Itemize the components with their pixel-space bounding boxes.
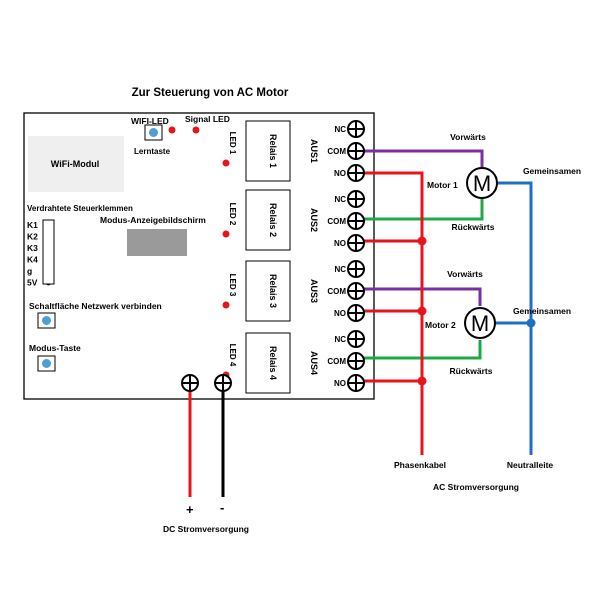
learn-button-label: Lerntaste xyxy=(134,147,171,156)
wifi-led xyxy=(168,126,176,134)
contact-nc-4-label: NC xyxy=(334,335,346,344)
led-1 xyxy=(222,159,230,167)
terminal-label-k2: K2 xyxy=(27,232,38,242)
wired-terminals-label: Verdrahtete Steuerklemmen xyxy=(27,204,133,213)
contact-nc-3-label: NC xyxy=(334,265,346,274)
relay-1 xyxy=(245,120,291,182)
output-4-label: AUS4 xyxy=(309,351,319,375)
contact-com-4-label: COM xyxy=(327,357,346,366)
wire-reverse-motor-1 xyxy=(364,198,484,221)
wire-neutral-motor-1 xyxy=(497,181,533,455)
phase-cable-label: Phasenkabel xyxy=(394,460,446,470)
wifi-led-label: WIFI-LED xyxy=(131,116,169,126)
junction-phase-2 xyxy=(417,236,427,246)
motor-1-forward-label: Vorwärts xyxy=(450,132,486,142)
signal-led-label: Signal LED xyxy=(185,114,230,124)
relay-4 xyxy=(245,332,291,394)
screw-terminals: NC COM NO NC COM NO NC COM NO NC COM NO xyxy=(327,120,365,392)
relay-1-label: Relais 1 xyxy=(268,134,278,168)
contact-no-4-label: NO xyxy=(334,379,346,388)
contact-com-3-label: COM xyxy=(327,287,346,296)
output-3-label: AUS3 xyxy=(309,279,319,303)
wire-phase-bus xyxy=(364,171,424,455)
led-3 xyxy=(222,301,230,309)
junction-neutral xyxy=(526,318,536,328)
mode-display xyxy=(127,229,187,256)
relay-4-label: Relais 4 xyxy=(268,346,278,380)
motor-1-reverse-label: Rückwärts xyxy=(452,222,495,232)
wifi-module-label: WiFi-Modul xyxy=(51,159,99,169)
led-4-label: LED 4 xyxy=(228,344,237,367)
terminal-strip xyxy=(42,219,55,285)
wire-forward-motor-1 xyxy=(364,149,484,168)
motor-2-common-label: Gemeinsamen xyxy=(513,306,571,316)
signal-led xyxy=(192,126,200,134)
motor-2 xyxy=(464,307,496,339)
neutral-label: Neutralleite xyxy=(507,460,554,470)
motor-2-symbol: M xyxy=(471,311,489,336)
dc-supply-label: DC Stromversorgung xyxy=(163,524,249,534)
motor-1 xyxy=(466,167,498,199)
diagram-title: Zur Steuerung von AC Motor xyxy=(132,87,289,99)
led-2-label: LED 2 xyxy=(228,203,237,226)
motor-1-symbol: M xyxy=(473,171,491,196)
ac-supply-label: AC Stromversorgung xyxy=(433,482,519,492)
wiring xyxy=(188,149,536,497)
wifi-module xyxy=(28,136,124,192)
relay-2 xyxy=(245,189,291,251)
dc-plus-sign: + xyxy=(186,502,194,517)
network-button-cap xyxy=(42,316,51,325)
relay-3 xyxy=(245,260,291,322)
junction-phase-4 xyxy=(417,376,427,386)
motor-1-label: Motor 1 xyxy=(427,180,458,190)
junction-phase-3 xyxy=(417,306,427,316)
motor-2-label: Motor 2 xyxy=(425,320,456,330)
relay-3-label: Relais 3 xyxy=(268,274,278,308)
dc-minus-sign: - xyxy=(220,500,224,515)
output-2-label: AUS2 xyxy=(309,208,319,232)
terminal-label-g: g xyxy=(27,266,32,276)
relay-2-label: Relais 2 xyxy=(268,203,278,237)
contact-no-3-label: NO xyxy=(334,309,346,318)
mode-button-label: Modus-Taste xyxy=(29,343,81,353)
contact-no-1-label: NO xyxy=(334,169,346,178)
terminal-label-k1: K1 xyxy=(27,220,38,230)
wire-forward-motor-2 xyxy=(364,287,482,306)
terminal-label-k3: K3 xyxy=(27,243,38,253)
learn-button-cap xyxy=(149,128,158,137)
contact-com-1-label: COM xyxy=(327,147,346,156)
contact-nc-1-label: NC xyxy=(334,125,346,134)
terminal-label-5v: 5V xyxy=(27,278,38,288)
led-1-label: LED 1 xyxy=(228,132,237,155)
network-button-label: Schaltfläche Netzwerk verbinden xyxy=(29,301,162,311)
relay-channels: Relais 1 AUS1 LED 1 Relais 2 AUS2 LED 2 Relais… xyxy=(222,120,319,394)
contact-nc-2-label: NC xyxy=(334,195,346,204)
contact-no-2-label: NO xyxy=(334,239,346,248)
motor-1-common-label: Gemeinsamen xyxy=(523,166,581,176)
led-3-label: LED 3 xyxy=(228,274,237,297)
output-1-label: AUS1 xyxy=(309,139,319,163)
led-2 xyxy=(222,230,230,238)
terminal-label-k4: K4 xyxy=(27,255,38,265)
motor-2-forward-label: Vorwärts xyxy=(447,269,483,279)
contact-com-2-label: COM xyxy=(327,217,346,226)
wire-reverse-motor-2 xyxy=(364,340,482,360)
mode-display-label: Modus-Anzeigebildschirm xyxy=(100,215,206,225)
mode-button-cap xyxy=(42,359,51,368)
motor-2-reverse-label: Rückwärts xyxy=(450,366,493,376)
